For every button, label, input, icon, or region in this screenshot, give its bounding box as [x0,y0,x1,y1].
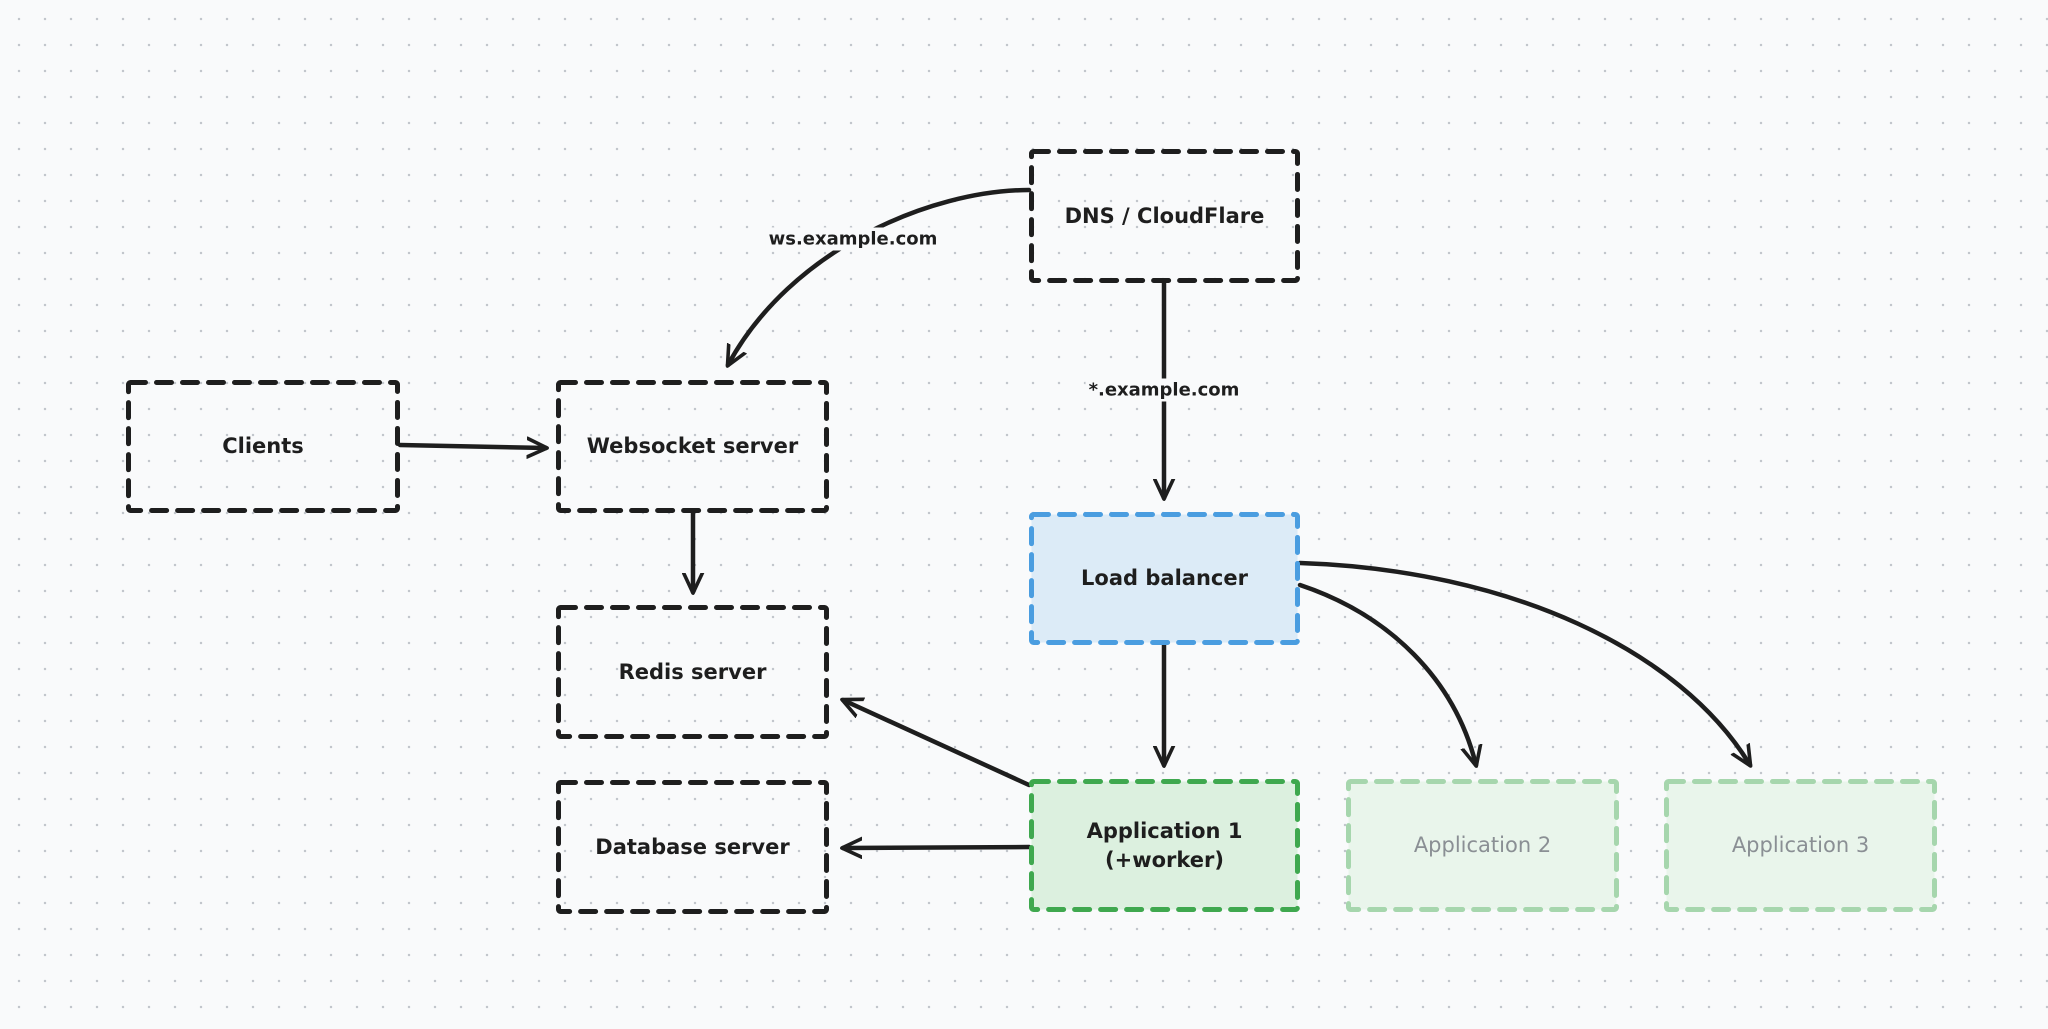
arrow-clients-to-websocket[interactable] [397,445,546,448]
arrow-balancer-to-app2[interactable] [1297,582,1476,765]
edge-label-wildcard-example: *.example.com [1085,378,1243,402]
node-box-rect [1664,779,1937,912]
node-box-rect [1029,512,1300,645]
node-dns-cloudflare-label: DNS / CloudFlare [1064,203,1265,228]
node-database-server-label: Database server [595,834,790,859]
node-application-1[interactable]: Application 1 (+worker) [1029,779,1300,912]
arrow-app1-to-redis[interactable] [843,700,1032,788]
node-redis-server-label: Redis server [618,659,767,684]
node-application-3[interactable]: Application 3 [1664,779,1937,912]
node-websocket-server-label: Websocket server [586,434,799,459]
node-load-balancer-border [1029,512,1300,645]
node-redis-server[interactable]: Redis server [556,605,829,739]
node-application-2-border [1346,779,1619,912]
edge-label-ws-example: ws.example.com [765,227,941,251]
node-application-1-label: Application 1 (+worker) [1086,819,1243,872]
arrow-dns-to-websocket[interactable] [728,187,1032,365]
node-box-rect [126,380,400,513]
node-application-1-border [1029,779,1300,912]
node-websocket-server-border [556,380,829,513]
node-clients-border [126,380,400,513]
arrow-balancer-to-app3[interactable] [1297,560,1750,765]
node-application-2-label: Application 2 [1413,833,1552,858]
node-application-3-label: Application 3 [1731,833,1870,858]
node-application-2[interactable]: Application 2 [1346,779,1619,912]
node-box-rect [1029,779,1300,912]
node-box-rect [556,780,829,914]
node-box-rect [1029,149,1300,283]
arrow-app1-to-database[interactable] [843,847,1032,848]
node-clients-label: Clients [222,434,304,459]
node-load-balancer-label: Load balancer [1081,566,1248,591]
node-box-rect [1346,779,1619,912]
node-database-server[interactable]: Database server [556,780,829,914]
node-dns-cloudflare[interactable]: DNS / CloudFlare [1029,149,1300,283]
node-websocket-server[interactable]: Websocket server [556,380,829,513]
node-application-3-border [1664,779,1937,912]
node-load-balancer[interactable]: Load balancer [1029,512,1300,645]
node-database-server-border [556,780,829,914]
node-box-rect [556,605,829,739]
node-clients[interactable]: Clients [126,380,400,513]
node-box-rect [556,380,829,513]
node-redis-server-border [556,605,829,739]
node-dns-cloudflare-border [1029,149,1300,283]
